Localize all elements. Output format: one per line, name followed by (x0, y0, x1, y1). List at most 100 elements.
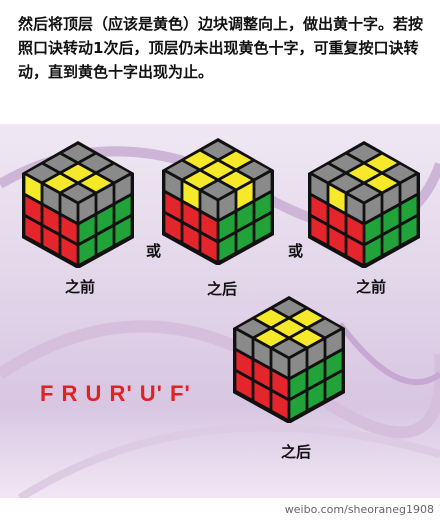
cube-before-1-top-sticker (80, 154, 112, 172)
cube-before-2-right-sticker (383, 227, 399, 254)
cube-before-1 (22, 140, 134, 272)
cube-before-1-left-sticker (61, 237, 77, 264)
cube-before-2-top-sticker (312, 164, 344, 182)
cube-before-2-right-sticker (401, 196, 417, 223)
cube-before-2-right-sticker (383, 185, 399, 212)
cube-after-2-left-sticker (272, 371, 288, 398)
cube-after-2-right-sticker (308, 340, 324, 367)
cube-after-2-right-sticker (308, 382, 324, 409)
cube-after-1-left-sticker (183, 203, 199, 230)
cube-before-2-left-sticker (347, 195, 363, 222)
cube-after-2-left-sticker (272, 392, 288, 419)
cube-before-1-left-sticker (43, 227, 59, 254)
cube-before-2-top-sticker (366, 154, 398, 172)
cube-after-1-top-sticker (202, 141, 234, 159)
cube-before-2-left-sticker (329, 185, 345, 212)
cube-after-2-right-sticker (290, 371, 306, 398)
cube-after-2-left-sticker (254, 382, 270, 409)
cube-before-2-top-sticker (348, 164, 380, 182)
cube-after-1-right-sticker (219, 234, 235, 261)
cube-after-1-left-sticker (165, 193, 181, 220)
cube-after-1-right-sticker (219, 213, 235, 240)
cube-before-1-top-sticker (44, 174, 76, 192)
cube-after-1-left-sticker (183, 182, 199, 209)
cube-before-2-right-sticker (365, 237, 381, 264)
cube-before-2 (308, 140, 420, 272)
cube-before-2-left-sticker (329, 206, 345, 233)
cube-before-2-left-sticker (311, 217, 327, 244)
cube-after-2-right-sticker (326, 330, 342, 357)
cube-before-1-right-sticker (115, 175, 131, 202)
cube-after-1-right-sticker (255, 193, 271, 220)
cube-after-1-top-sticker (184, 151, 216, 169)
cube-before-1-left-sticker (25, 196, 41, 223)
cube-after-1-right-sticker (237, 224, 253, 251)
footer (0, 498, 440, 521)
cube-after-2-drawing (233, 296, 345, 424)
cube-after-2-left-sticker (272, 350, 288, 377)
cube-after-1-right-sticker (237, 203, 253, 230)
cube-before-1-left-sticker (25, 175, 41, 202)
cube-before-1-top-sticker (62, 144, 94, 162)
cube-after-2-left-sticker (254, 340, 270, 367)
cube-before-2-top-sticker (384, 164, 416, 182)
cube-after-2-left-sticker (236, 330, 252, 357)
cube-after-1-drawing (162, 138, 274, 266)
cube-after-1 (162, 137, 274, 269)
cube-before-1-top-sticker (62, 184, 94, 202)
cube-before-1-left-sticker (61, 216, 77, 243)
cube-after-1-left-sticker (165, 172, 181, 199)
cube-after-1-left-sticker (183, 224, 199, 251)
cube-after-2-right-sticker (290, 350, 306, 377)
cube-after-1-right-sticker (255, 172, 271, 199)
cube-before-2-top-sticker (330, 174, 362, 192)
cube-before-2-left-sticker (347, 237, 363, 264)
instruction-text: 然后将顶层（应该是黄色）边块调整向上，做出黄十字。若按照口诀转动1次后，顶层仍未… (18, 15, 424, 81)
label-after-2: 之后 (281, 443, 312, 461)
cube-before-2-right-sticker (365, 216, 381, 243)
cube-before-1-right-sticker (115, 217, 131, 244)
cube-before-2-top-sticker (330, 154, 362, 172)
cube-after-1-right-sticker (255, 214, 271, 241)
cube-before-1-drawing (22, 141, 134, 269)
cube-after-1-left-sticker (201, 192, 217, 219)
cube-after-2 (233, 295, 345, 427)
cube-after-1-right-sticker (237, 182, 253, 209)
cube-after-2-left-sticker (236, 351, 252, 378)
cube-before-1-right-sticker (97, 206, 113, 233)
cube-before-1-right-sticker (79, 195, 95, 222)
cube-before-1-right-sticker (115, 196, 131, 223)
cube-after-1-top-sticker (220, 151, 252, 169)
cube-before-1-top-sticker (26, 164, 58, 182)
cube-before-1-right-sticker (97, 227, 113, 254)
watermark: weibo.com/sheoraneg1908 (284, 503, 434, 516)
cube-before-2-right-sticker (401, 175, 417, 202)
cube-before-2-top-sticker (348, 184, 380, 202)
formula-text: F R U R' U' F' (40, 381, 191, 406)
label-or-2: 或 (288, 242, 304, 260)
cube-before-2-right-sticker (401, 217, 417, 244)
cube-before-2-left-sticker (329, 227, 345, 254)
cube-after-1-top-sticker (166, 161, 198, 179)
cube-before-2-drawing (308, 141, 420, 269)
cube-after-2-right-sticker (326, 351, 342, 378)
cube-before-1-left-sticker (61, 195, 77, 222)
cube-before-2-left-sticker (311, 175, 327, 202)
cube-before-2-right-sticker (383, 206, 399, 233)
cube-before-1-left-sticker (43, 206, 59, 233)
cube-after-1-top-sticker (202, 161, 234, 179)
cube-after-2-right-sticker (326, 372, 342, 399)
cube-before-2-top-sticker (366, 174, 398, 192)
cube-after-2-left-sticker (236, 372, 252, 399)
cube-after-2-right-sticker (290, 392, 306, 419)
cube-before-1-top-sticker (80, 174, 112, 192)
cube-after-1-left-sticker (201, 213, 217, 240)
cube-before-1-left-sticker (43, 185, 59, 212)
label-after-1: 之后 (207, 280, 238, 298)
cube-before-1-left-sticker (25, 217, 41, 244)
cube-after-1-top-sticker (220, 171, 252, 189)
cube-before-1-right-sticker (97, 185, 113, 212)
cube-before-2-left-sticker (347, 216, 363, 243)
cube-before-2-left-sticker (311, 196, 327, 223)
